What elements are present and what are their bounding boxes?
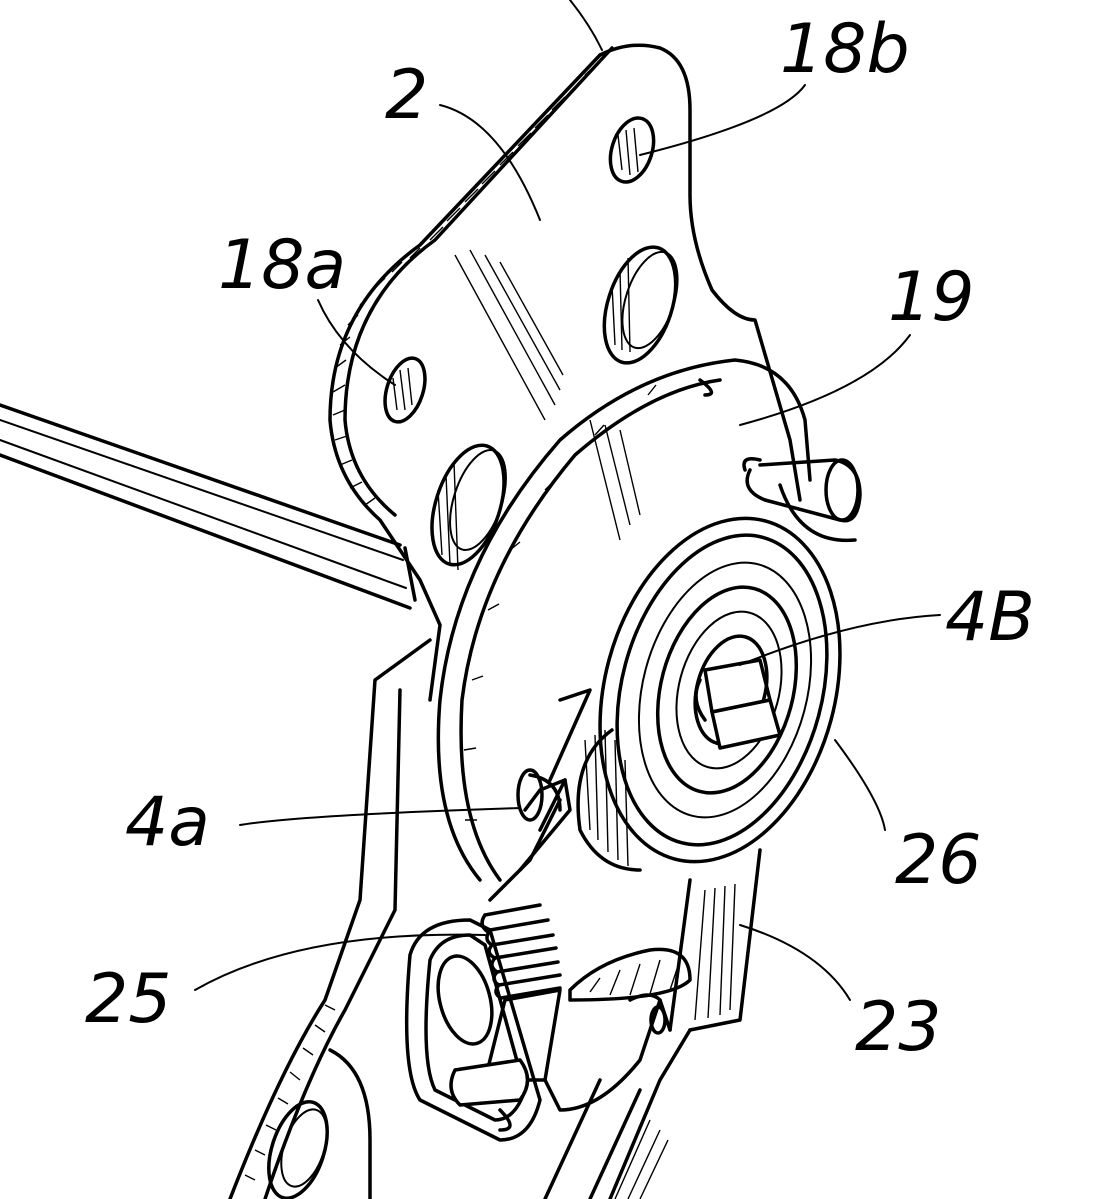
hole-upper-large [602,245,679,365]
leader-lines [194,0,941,1001]
hole-lower-large [430,443,507,571]
pin-4a [516,768,562,822]
arm-23 [568,848,762,1032]
hole-18a [383,356,427,424]
bracket-plate-2 [328,43,802,702]
leader-top [569,0,603,51]
leader-4a [239,807,521,826]
leader-18b [639,84,806,156]
labels: 2 18b 18a 19 4B 4a 26 25 23 [85,10,1035,1067]
label-25: 25 [85,960,172,1039]
hole-18b [608,116,656,184]
label-18a: 18a [218,226,346,305]
rod [0,403,417,610]
label-18b: 18b [780,10,910,89]
label-4a: 4a [125,783,210,862]
leader-4B [739,614,941,666]
disc-19 [436,358,812,882]
label-19: 19 [888,258,975,337]
leader-19 [739,334,911,426]
label-4B: 4B [945,578,1035,657]
label-26: 26 [895,821,982,900]
leader-18a [317,299,396,386]
label-23: 23 [855,988,942,1067]
lower-bracket [228,638,692,1199]
leader-23 [739,924,851,1001]
leader-25 [194,933,486,991]
spring-25 [404,688,672,1142]
label-2: 2 [385,56,428,135]
pin-top [742,457,862,543]
leader-2 [439,104,541,221]
coil-spring-26 [576,516,842,872]
leader-26 [834,739,886,831]
